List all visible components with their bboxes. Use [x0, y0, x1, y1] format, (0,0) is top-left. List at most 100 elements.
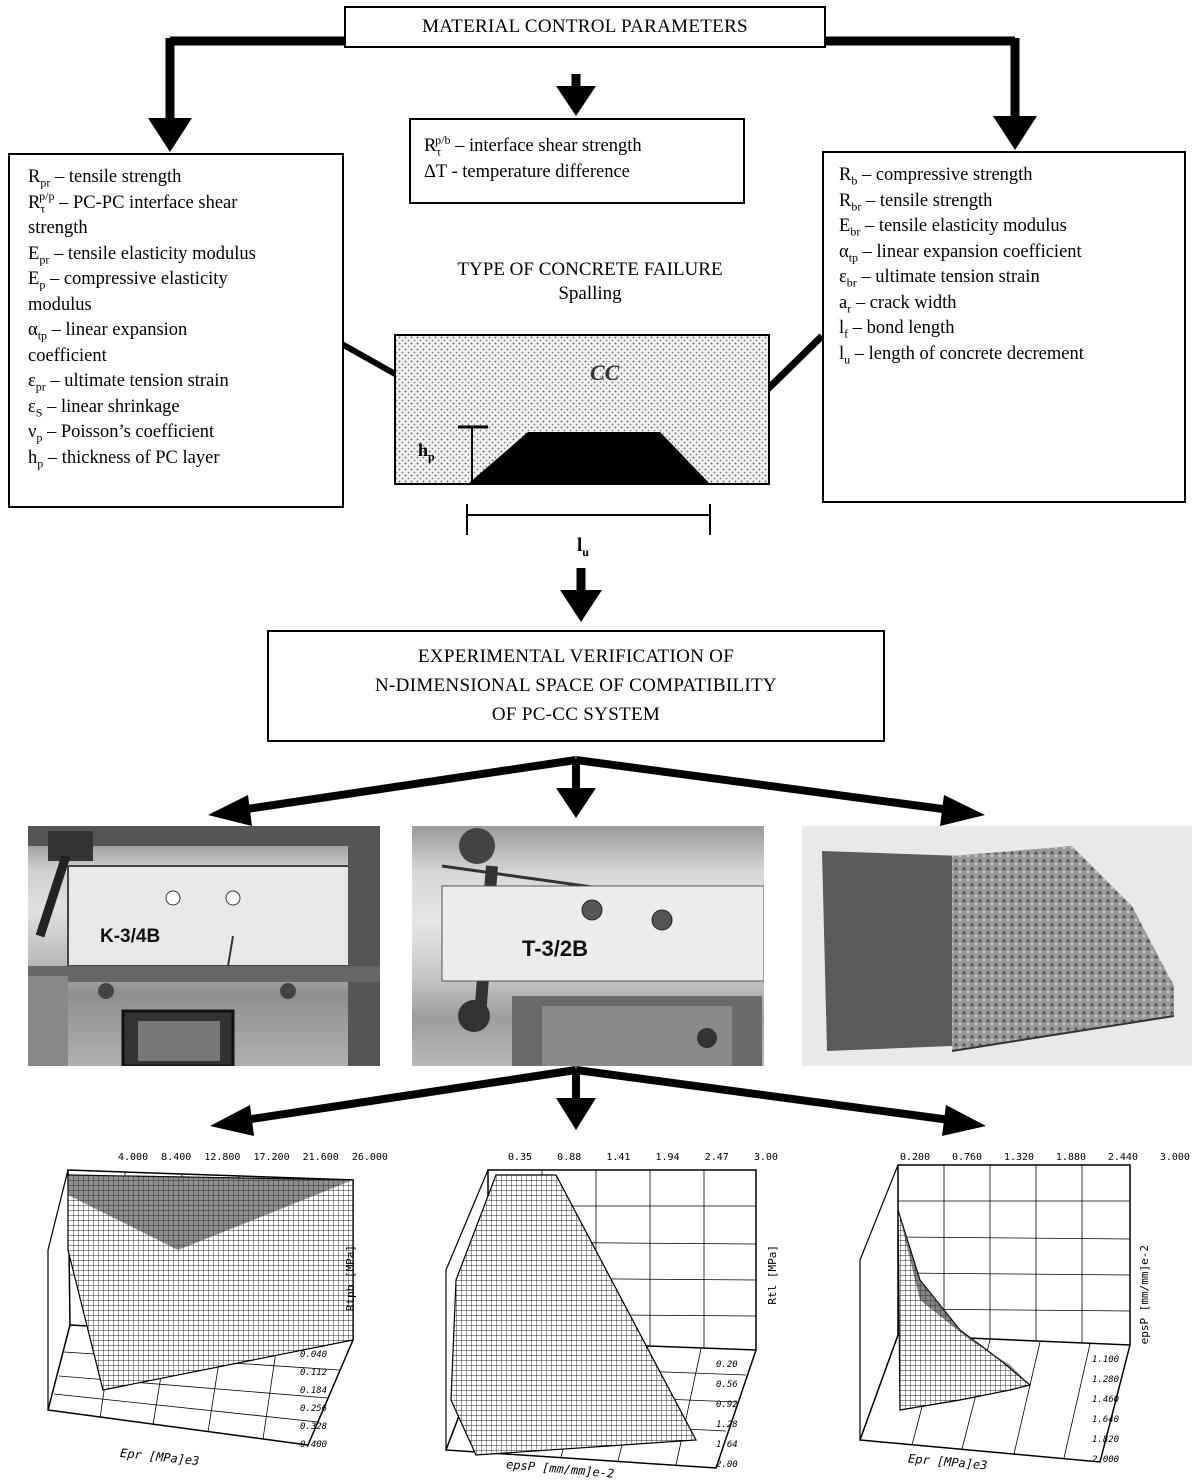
param-description: – ultimate tension strain	[45, 371, 229, 391]
param-symbol: R	[424, 136, 437, 156]
param-description: – bond length	[848, 318, 955, 338]
specimen-label-t32b: T-3/2B	[522, 936, 589, 961]
param-symbol: E	[28, 243, 40, 264]
tick-label: 0.112	[300, 1368, 328, 1378]
tick-label: 4.000	[118, 1152, 149, 1163]
cc-param-row: lu – length of concrete decrement	[839, 342, 1184, 368]
cc-param-row: Rbr – tensile strength	[839, 189, 1184, 215]
param-subscript: p	[39, 277, 46, 292]
tick-label: 1.41	[606, 1152, 631, 1163]
photo-specimen-t32b: T-3/2B	[412, 826, 764, 1066]
pc-param-row: coefficient	[28, 344, 342, 370]
param-symbol: l	[839, 343, 845, 364]
tick-label: 0.400	[300, 1440, 328, 1450]
param-description: – crack width	[851, 292, 957, 313]
param-subscript: br	[851, 199, 862, 214]
tick-label: 1.320	[1003, 1152, 1035, 1163]
param-description: – ultimate tension strain	[856, 267, 1040, 287]
tick-label: 2.000	[1092, 1455, 1120, 1465]
hp-label: hp	[418, 440, 435, 464]
material-control-parameters-box: MATERIAL CONTROL PARAMETERS	[344, 6, 826, 48]
tick-label: 0.20	[716, 1360, 738, 1370]
tick-label: 0.760	[951, 1152, 983, 1163]
param-description: – linear expansion coefficient	[858, 241, 1082, 262]
tick-label: 0.200	[900, 1152, 931, 1163]
interface-param-row: Rτp/b – interface shear strength	[424, 134, 743, 160]
tick-label: 1.64	[716, 1440, 738, 1450]
param-subscript: tp	[848, 250, 859, 265]
tick-label: 21.600	[302, 1152, 339, 1163]
interface-param-row: ΔT - temperature difference	[424, 160, 743, 186]
tick-label: 2.440	[1107, 1152, 1138, 1163]
pc-param-row: modulus	[28, 293, 342, 319]
param-subscript: τ	[40, 201, 46, 216]
tick-label: 2.00	[716, 1460, 738, 1470]
param-symbol: R	[28, 167, 41, 187]
param-subscript: p	[36, 430, 43, 445]
param-symbol: α	[28, 320, 38, 340]
param-description: – Poisson’s coefficient	[42, 422, 215, 442]
tick-label: 17.200	[253, 1152, 290, 1163]
param-superscript: p/b	[435, 132, 451, 147]
tick-label: 2.47	[704, 1152, 729, 1163]
left-plot-right-label: Rtpb [MPa]	[344, 1245, 357, 1312]
param-symbol: R	[839, 190, 852, 211]
tick-label: 1.880	[1055, 1152, 1087, 1163]
param-description: – length of concrete decrement	[850, 343, 1084, 364]
failure-type-subtitle: Spalling	[558, 283, 622, 304]
param-subscript: r	[847, 301, 852, 316]
pc-param-row: νp – Poisson’s coefficient	[28, 420, 342, 446]
param-symbol: a	[839, 292, 848, 313]
param-subscript: pr	[39, 252, 50, 267]
specimen-label-k34b: K-3/4B	[100, 926, 161, 947]
param-subscript: tp	[37, 328, 48, 343]
spalled-zone	[468, 432, 710, 484]
param-symbol: ε	[28, 371, 36, 391]
param-description: modulus	[28, 294, 92, 315]
param-symbol: ΔT	[424, 161, 447, 182]
param-subscript: br	[846, 275, 857, 290]
param-symbol: R	[28, 192, 41, 213]
verification-line-1: EXPERIMENTAL VERIFICATION OF	[417, 646, 735, 667]
param-superscript: p/p	[39, 189, 55, 204]
param-symbol: l	[839, 318, 845, 338]
param-symbol: h	[28, 447, 38, 468]
surface-plot-left-svg	[47, 1169, 354, 1446]
param-subscript: br	[850, 224, 861, 239]
param-subscript: S	[35, 405, 43, 420]
param-description: – compressive elasticity	[45, 269, 228, 289]
cc-param-row: αtp – linear expansion coefficient	[839, 240, 1184, 266]
pc-param-row: hp – thickness of PC layer	[28, 446, 342, 472]
param-symbol: E	[839, 216, 851, 236]
cc-param-row: εbr – ultimate tension strain	[839, 265, 1184, 291]
test-rig-sketch-2	[441, 828, 764, 1066]
failure-type-heading: TYPE OF CONCRETE FAILURE Spalling	[380, 258, 800, 306]
param-description: strength	[28, 218, 88, 238]
param-subscript: p	[37, 456, 44, 471]
param-subscript: pr	[40, 175, 51, 190]
tick-label: 8.400	[161, 1152, 192, 1163]
param-symbol: ε	[839, 267, 847, 287]
verification-line-3: OF PC-CC SYSTEM	[491, 704, 661, 725]
tick-label: 1.100	[1092, 1355, 1120, 1365]
tick-label: 0.92	[716, 1400, 738, 1410]
tick-label: 1.460	[1092, 1395, 1120, 1405]
tick-label: 1.94	[655, 1152, 680, 1163]
param-subscript: b	[851, 173, 858, 188]
middle-plot-right-label: Rtl [MPa]	[766, 1245, 779, 1305]
param-description: – tensile elasticity modulus	[860, 216, 1067, 236]
tick-label: 0.184	[300, 1386, 328, 1396]
tick-label: 3.00	[753, 1152, 778, 1163]
param-description: – compressive strength	[857, 165, 1033, 185]
param-subscript: f	[844, 326, 849, 341]
param-description: – thickness of PC layer	[43, 447, 220, 468]
